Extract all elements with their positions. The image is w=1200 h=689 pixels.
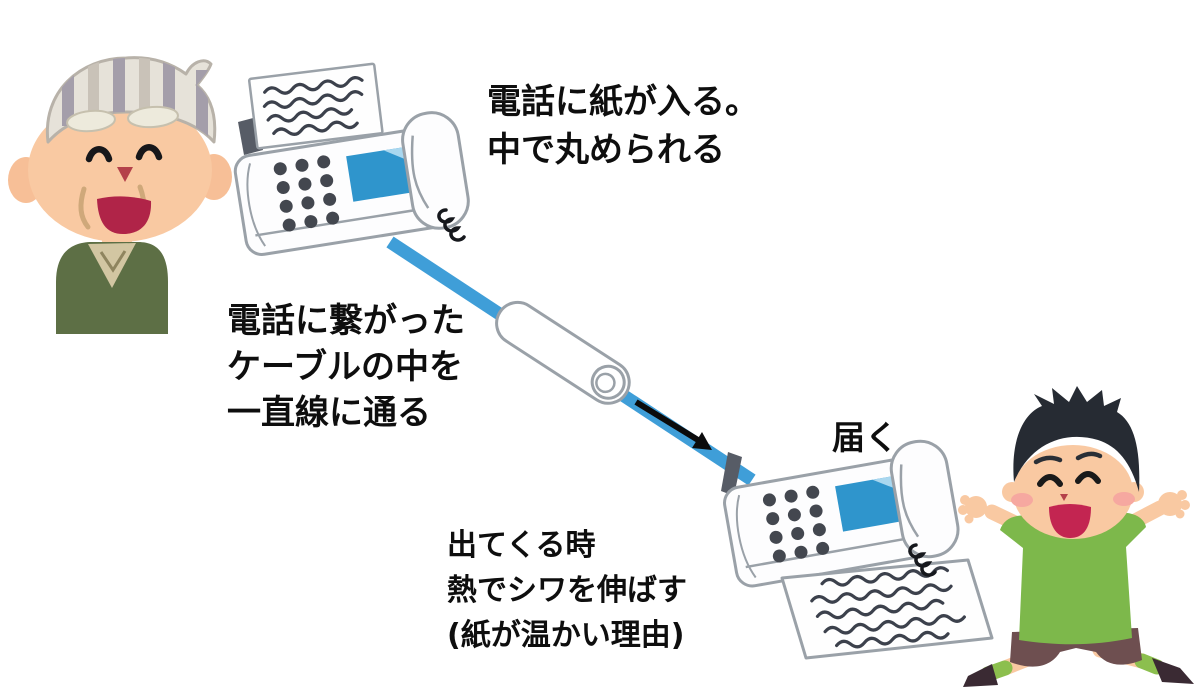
boy-right-sock	[1134, 653, 1165, 675]
old-man-mouth	[97, 196, 152, 234]
arrow-shaft	[634, 399, 700, 443]
boy-right-eyebrow	[1075, 451, 1103, 461]
arrow-head	[692, 432, 712, 450]
boy-hair	[1013, 386, 1140, 492]
annotation-line: ケーブルの中を	[227, 347, 463, 387]
annotation-travels-cable: 電話に繋がった ケーブルの中を 一直線に通る	[227, 298, 465, 436]
old-man-figure	[8, 56, 232, 334]
old-man-right-eyebrow	[127, 105, 179, 129]
incoming-document	[247, 62, 384, 150]
direction-arrow	[634, 399, 712, 450]
sender-handset-coil-cord	[437, 208, 466, 242]
annotation-paper-enters: 電話に紙が入る。 中で丸められる	[487, 78, 759, 174]
old-man-collar-line	[99, 250, 127, 273]
outgoing-document-squiggle-lines	[810, 566, 966, 649]
old-man-left-eye	[85, 146, 113, 163]
boy-right-shoe	[1152, 658, 1194, 684]
annotation-line: 電話に紙が入る。	[487, 82, 759, 122]
rolled-paper-in-cable	[495, 300, 631, 405]
receiver-handset-coil-cord	[908, 543, 937, 577]
annotation-line: 出てくる時	[447, 528, 596, 563]
boy-nose	[1060, 494, 1068, 501]
annotation-line: 届く	[832, 418, 898, 457]
boy-left-eye	[1037, 474, 1063, 487]
outgoing-document	[780, 558, 994, 660]
boy-hands	[958, 490, 1190, 524]
happy-boy-figure	[958, 386, 1194, 687]
old-man-left-smile-line	[78, 186, 91, 230]
boy-face	[1013, 445, 1133, 539]
fax-machine-receiver	[718, 435, 994, 660]
boy-shirt	[1000, 512, 1146, 645]
receiver-paper-feed-slot	[721, 452, 742, 496]
annotation-arrives: 届く	[832, 418, 898, 458]
old-man-right-eye	[135, 144, 163, 161]
annotation-line: 中で丸められる	[487, 130, 725, 170]
annotation-line: 電話に繋がった	[227, 301, 465, 341]
annotation-line: (紙が温かい理由)	[447, 618, 685, 653]
annotation-comes-out-warm: 出てくる時 熱でシワを伸ばす (紙が温かい理由)	[447, 523, 687, 658]
old-man-nose	[117, 167, 133, 182]
annotation-line: 一直線に通る	[227, 393, 431, 433]
annotation-line: 熱でシワを伸ばす	[447, 573, 687, 608]
boy-left-shoe	[963, 664, 998, 687]
boy-mouth	[1049, 504, 1091, 538]
fax-machine-sender	[229, 62, 474, 261]
boy-right-cheek	[1113, 492, 1135, 506]
boy-left-cheek	[1011, 493, 1033, 507]
rolled-paper-spiral	[595, 372, 616, 394]
old-man-left-eyebrow	[66, 109, 116, 133]
document-squiggle-lines	[262, 76, 364, 136]
boy-right-eye	[1075, 471, 1101, 484]
boy-left-eyebrow	[1033, 455, 1063, 465]
